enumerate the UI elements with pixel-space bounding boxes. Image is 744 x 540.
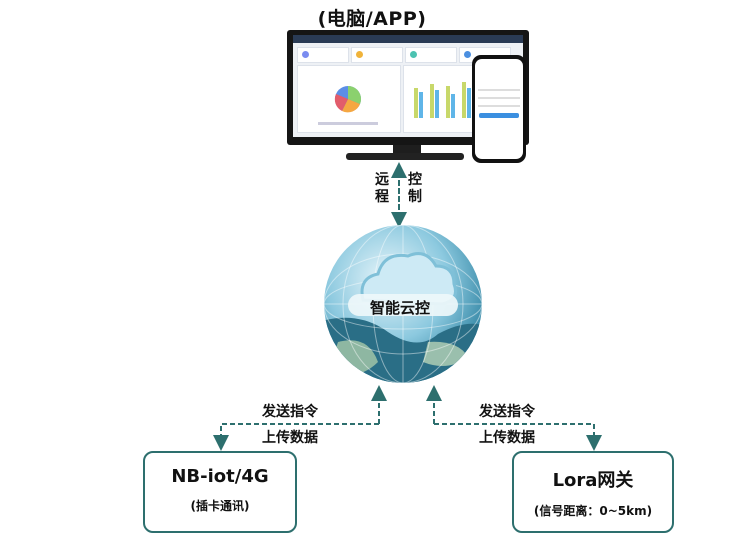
phone-app-screen — [475, 59, 523, 159]
left-upload-data-label: 上传数据 — [262, 430, 318, 446]
stat-card — [351, 47, 403, 63]
right-upload-data-label: 上传数据 — [479, 430, 535, 446]
nbiot-4g-title: NB-iot/4G — [171, 466, 269, 487]
right-send-arrow — [434, 423, 602, 451]
pie-chart-card — [297, 65, 401, 133]
stat-card — [405, 47, 457, 63]
nbiot-4g-subtitle: (插卡通讯) — [190, 499, 250, 513]
remote-char: 远 — [375, 172, 389, 188]
monitor-base — [346, 153, 464, 160]
monitor-stand — [393, 145, 421, 155]
remote-label-right: 控 制 — [407, 172, 423, 206]
right-send-command-label: 发送指令 — [479, 404, 535, 420]
cloud-control-label: 智能云控 — [369, 299, 430, 317]
dashboard-screenshot — [293, 35, 523, 137]
devices-title: (电脑/APP) — [317, 8, 427, 30]
nbiot-4g-box: NB-iot/4G (插卡通讯) — [143, 451, 297, 533]
remote-char: 程 — [375, 189, 389, 205]
lora-gateway-subtitle: (信号距离：0~5km) — [533, 504, 653, 518]
lora-gateway-title: Lora网关 — [552, 470, 634, 491]
smartphone — [472, 55, 526, 163]
stat-card — [297, 47, 349, 63]
left-send-arrow — [213, 423, 379, 451]
phone-app-button — [479, 113, 519, 118]
control-char: 控 — [408, 172, 422, 188]
lora-gateway-box: Lora网关 (信号距离：0~5km) — [512, 451, 674, 533]
cloud-globe-icon — [324, 225, 482, 383]
remote-label-left: 远 程 — [374, 172, 390, 206]
control-char: 制 — [408, 189, 422, 205]
left-send-command-label: 发送指令 — [262, 404, 318, 420]
pie-chart-thumbnail — [318, 86, 378, 125]
dashboard-topbar — [293, 35, 523, 43]
